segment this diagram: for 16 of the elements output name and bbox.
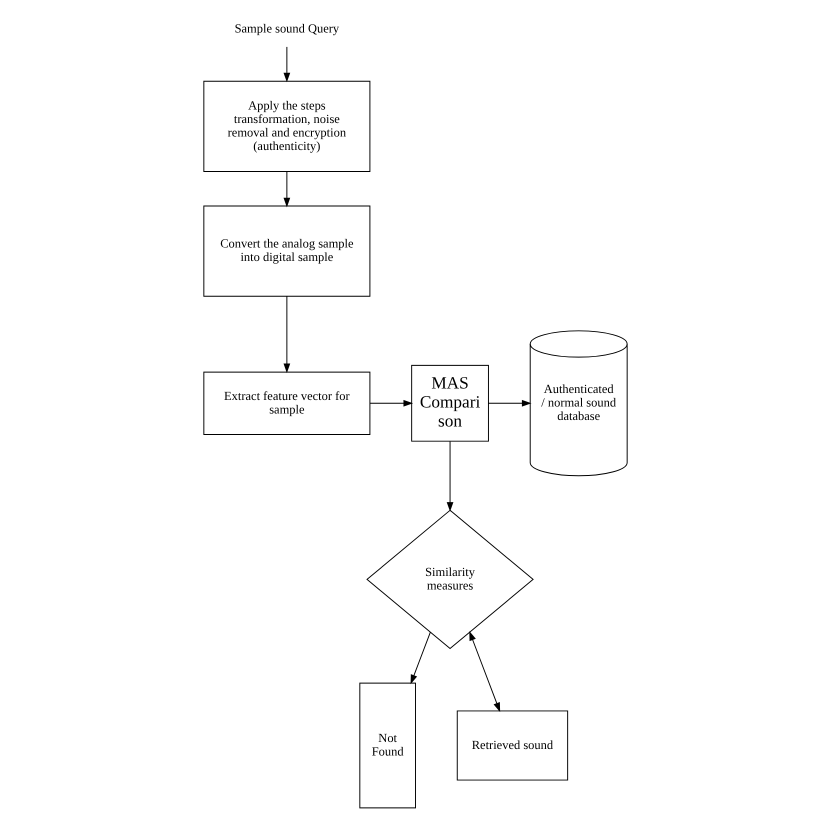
arrow [283, 46, 290, 82]
node-text: Sample sound Query [234, 22, 339, 36]
node-box: Not Found [358, 682, 416, 808]
node-box: MAS Compari son [410, 364, 488, 442]
node-box: Apply the steps transformation, noise removal and encryption (authenticity) [202, 80, 370, 172]
arrow [283, 296, 290, 374]
arrow [468, 630, 500, 712]
arrow [283, 171, 290, 208]
node-box: Convert the analog sample into digital sample [202, 206, 370, 297]
node-box: Extract feature vector for sample [202, 372, 370, 435]
arrow [488, 400, 532, 407]
arrow [369, 400, 413, 407]
arrow [410, 632, 430, 684]
node-diamond: Similarity measures [366, 510, 534, 650]
node-box: Retrieved sound [456, 710, 568, 781]
arrow [446, 441, 453, 512]
